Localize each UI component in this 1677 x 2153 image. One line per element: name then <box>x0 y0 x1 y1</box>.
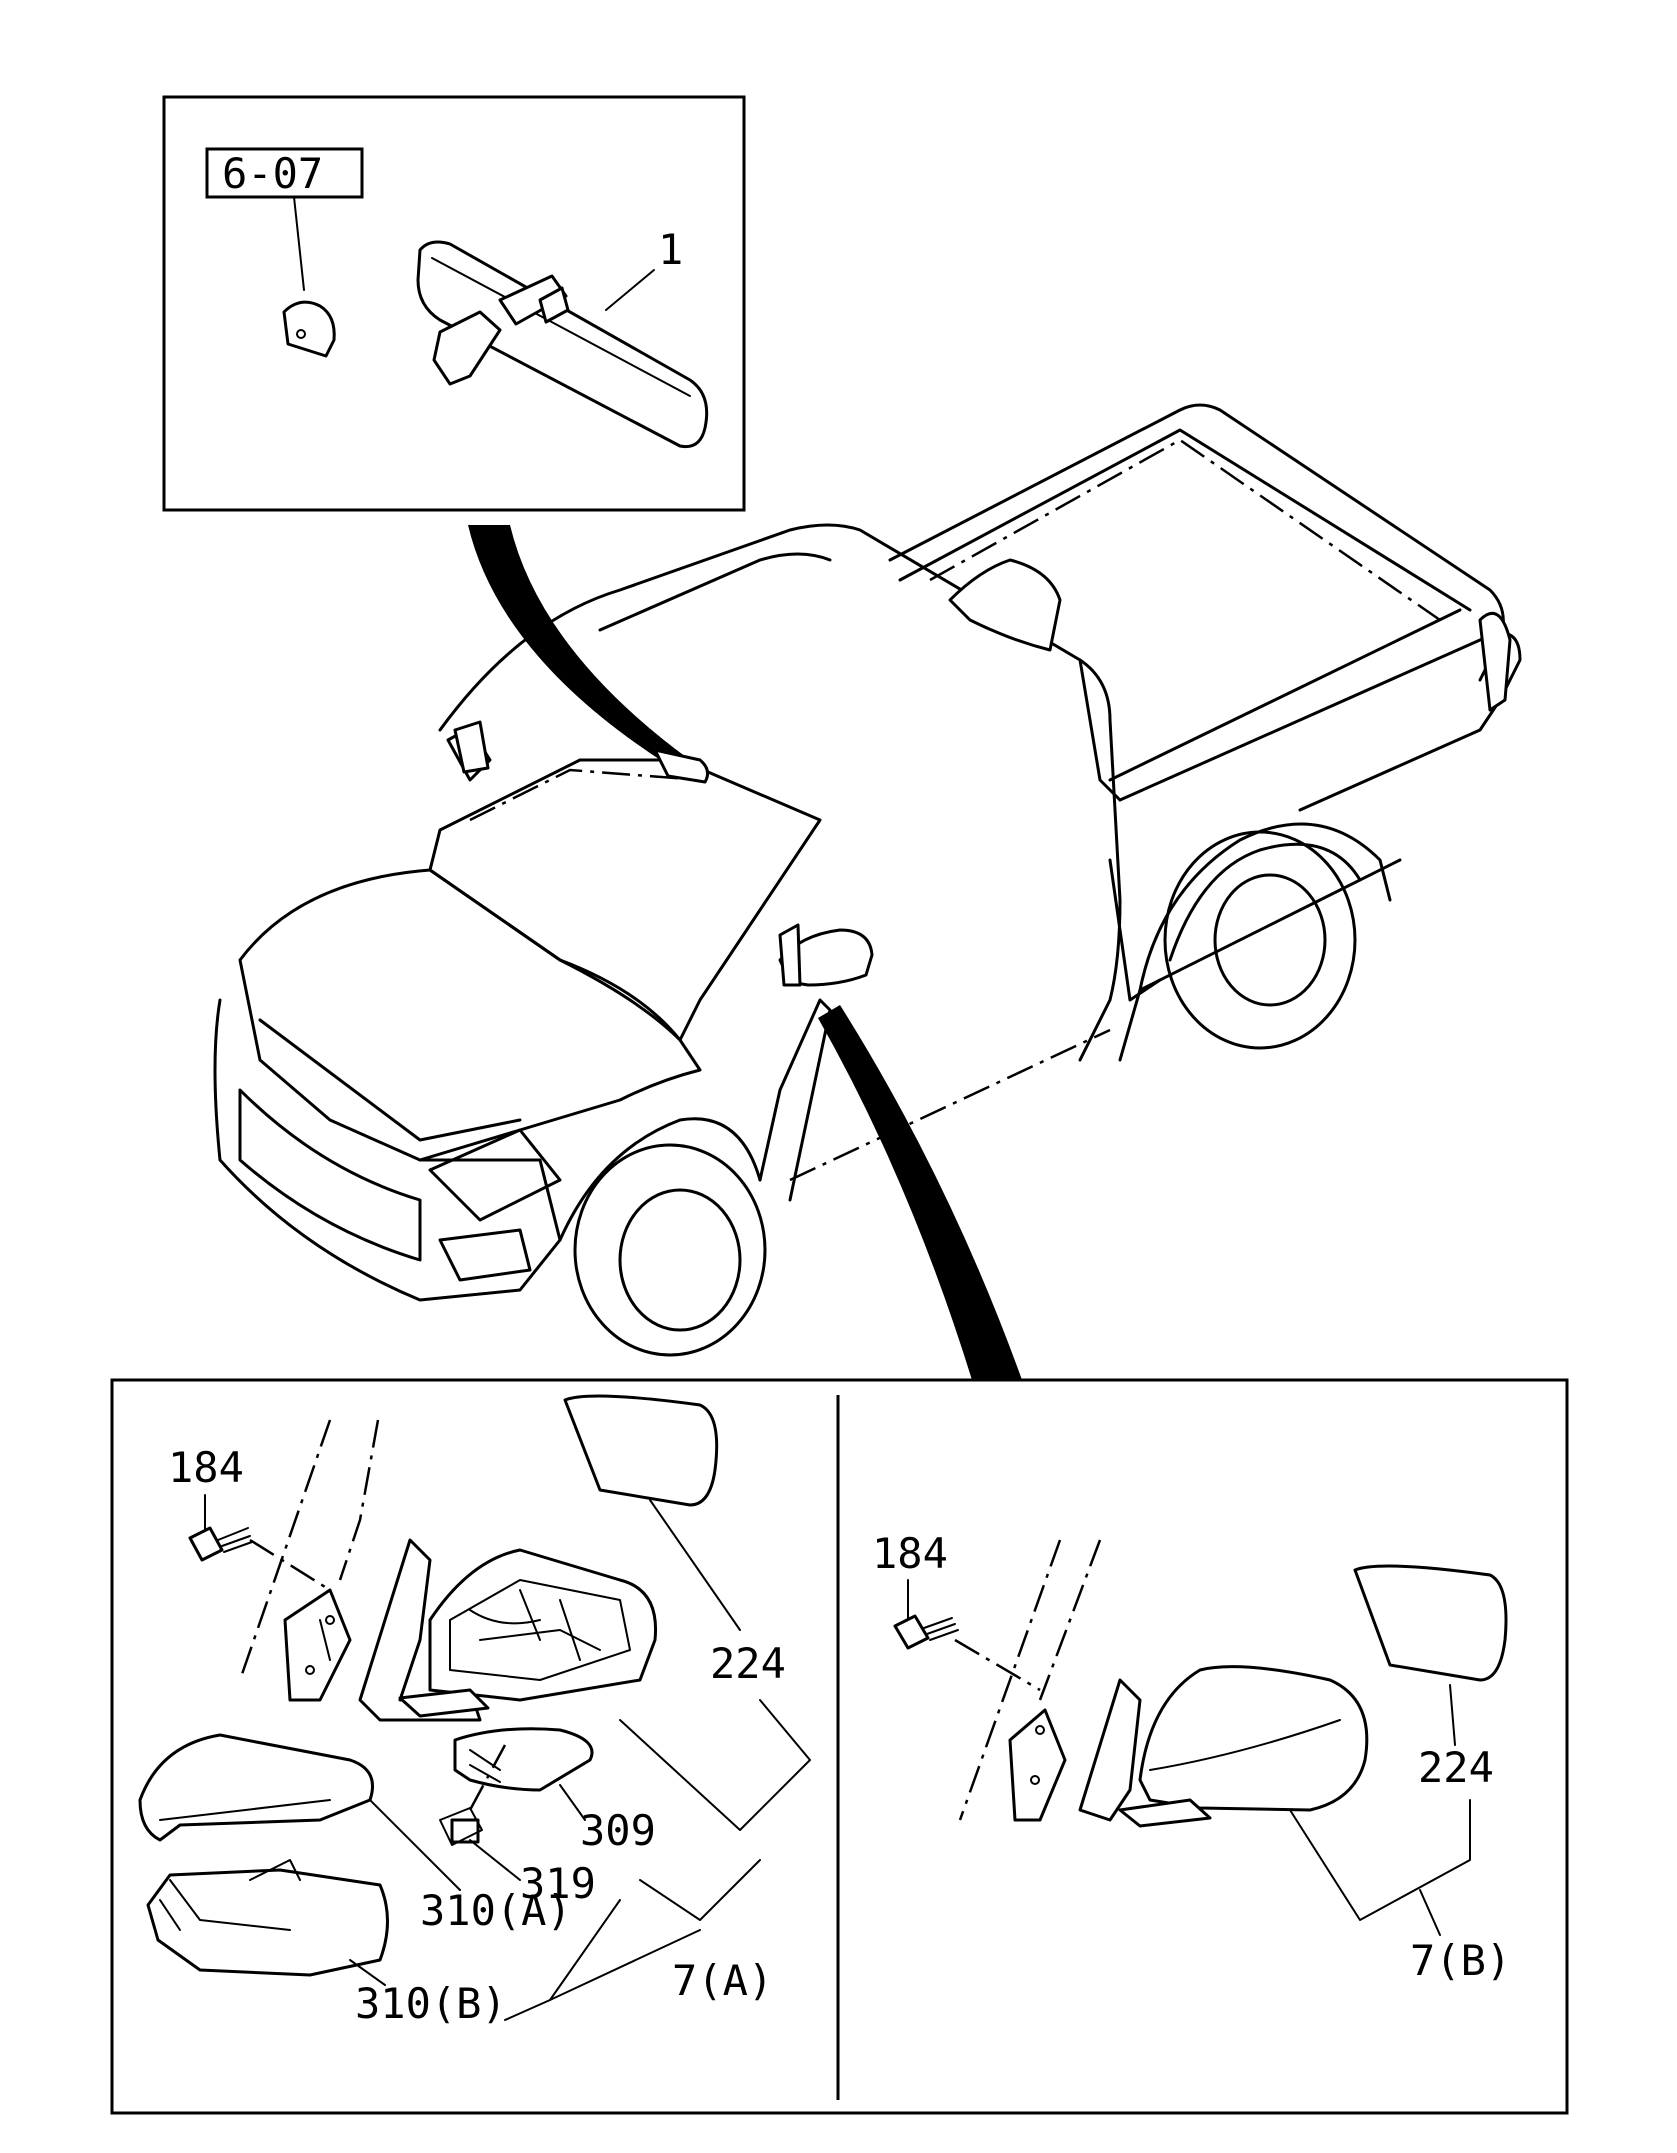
mirror-cap-a-icon <box>138 1733 374 1842</box>
callout-310b[interactable]: 310(B) <box>355 1979 507 2028</box>
callout-319[interactable]: 319 <box>520 1859 596 1908</box>
callout-1[interactable]: 1 <box>658 225 683 274</box>
callout-184-b[interactable]: 184 <box>872 1529 948 1578</box>
pickup-truck-illustration <box>213 403 1522 1357</box>
door-mirror-panel <box>110 1378 1569 2115</box>
door-mirror-icon <box>1138 1665 1369 1812</box>
pointer-arrow-bottom <box>818 1005 1022 1380</box>
mirror-housing-icon <box>398 1548 658 1718</box>
mirror-cap-b-icon <box>146 1868 389 1977</box>
ref-code-box <box>205 147 364 199</box>
callout-7a[interactable]: 7(A) <box>672 1956 773 2005</box>
callout-184-a[interactable]: 184 <box>168 1443 244 1492</box>
mirror-glass-icon <box>563 1394 719 1507</box>
callout-224-a[interactable]: 224 <box>710 1639 786 1688</box>
callout-7b[interactable]: 7(B) <box>1410 1936 1511 1985</box>
callout-224-b[interactable]: 224 <box>1418 1743 1494 1792</box>
callout-310a[interactable]: 310(A) <box>420 1886 572 1935</box>
door-mirror-assy-b: 184 224 7(B) <box>872 1529 1511 1985</box>
callout-309[interactable]: 309 <box>580 1806 656 1855</box>
mirror-clip-icon <box>282 300 336 358</box>
door-mirror-assy-a: 184 224 309 319 <box>138 1394 811 2028</box>
pointer-arrow-top <box>468 525 690 770</box>
bolt-icon-b <box>893 1614 959 1650</box>
inner-mirror-inset: 6-07 1 <box>162 95 746 512</box>
mirror-glass-b-icon <box>1353 1564 1508 1682</box>
screw-icon <box>450 1818 480 1844</box>
ref-code-label[interactable]: 6-07 <box>222 149 323 198</box>
turn-lamp-cover-icon <box>453 1727 594 1792</box>
rearview-mirror-icon <box>416 240 709 449</box>
truck-door-mirror-icon <box>778 928 874 987</box>
bolt-icon <box>188 1526 253 1562</box>
